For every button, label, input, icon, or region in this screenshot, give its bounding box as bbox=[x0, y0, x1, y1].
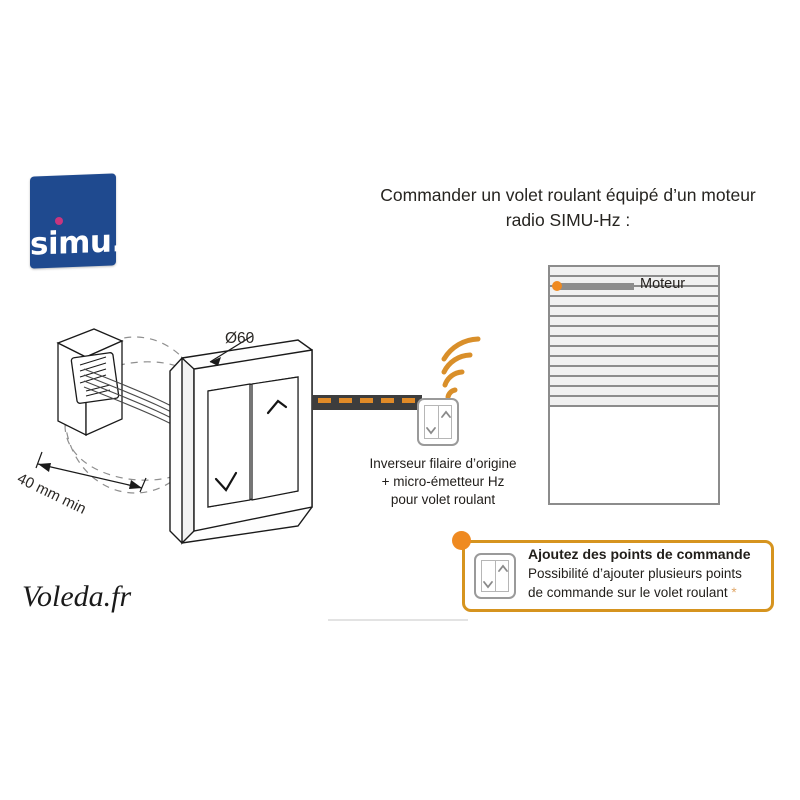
chevron-up-icon bbox=[266, 399, 288, 415]
shutter-slat bbox=[550, 317, 718, 327]
diameter-label: Ø60 bbox=[225, 330, 255, 347]
chevron-down-icon bbox=[426, 427, 436, 435]
cable-dash bbox=[339, 398, 352, 403]
module-divider bbox=[438, 405, 439, 439]
logo-wordmark: simu. bbox=[30, 223, 123, 263]
shutter-slat bbox=[550, 297, 718, 307]
cable-dash bbox=[318, 398, 331, 403]
module-caption: Inverseur filaire d’origine + micro-émet… bbox=[338, 455, 548, 509]
shutter-slat bbox=[550, 337, 718, 347]
watermark: Voleda.fr bbox=[22, 580, 132, 613]
depth-dimension bbox=[35, 451, 147, 493]
shutter-slats bbox=[550, 267, 718, 407]
wall-switch-illustration bbox=[56, 328, 313, 545]
callout-heading: Ajoutez des points de commande bbox=[528, 546, 751, 562]
shutter-slat bbox=[550, 307, 718, 317]
shutter-slat bbox=[550, 377, 718, 387]
callout-asterisk: * bbox=[731, 585, 737, 600]
chevron-down-icon bbox=[214, 471, 238, 492]
logo-dot-icon bbox=[55, 217, 63, 225]
page-title-line2: radio SIMU-Hz : bbox=[505, 210, 631, 230]
chevron-down-icon bbox=[483, 581, 493, 589]
roller-shutter bbox=[548, 265, 720, 505]
callout-icon-arrows bbox=[483, 564, 508, 589]
micro-transmitter-module bbox=[417, 398, 459, 446]
cable-dash bbox=[381, 398, 394, 403]
shutter-slat bbox=[550, 267, 718, 277]
callout-body-line2-wrap: de commande sur le volet roulant * bbox=[528, 583, 774, 602]
page-title: Commander un volet roulant équipé d’un m… bbox=[352, 183, 784, 233]
shutter-slat bbox=[550, 367, 718, 377]
motor-marker-icon bbox=[552, 281, 562, 291]
page-title-line1: Commander un volet roulant équipé d’un m… bbox=[380, 185, 756, 205]
chevron-up-icon bbox=[498, 564, 508, 572]
simu-logo: simu. bbox=[30, 173, 123, 269]
callout-body-line1: Possibilité d’ajouter plusieurs points bbox=[528, 566, 742, 581]
module-caption-line1: Inverseur filaire d’origine bbox=[369, 456, 517, 471]
motor-leader-line bbox=[556, 283, 634, 290]
radio-waves-icon bbox=[441, 336, 481, 400]
window-pane bbox=[550, 407, 718, 503]
divider-rule bbox=[328, 619, 468, 621]
shutter-slat bbox=[550, 397, 718, 407]
chevron-up-icon bbox=[441, 410, 451, 418]
diameter-leader bbox=[209, 335, 253, 366]
shutter-slat bbox=[550, 357, 718, 367]
callout-body-line2: de commande sur le volet roulant bbox=[528, 585, 728, 600]
callout-icon-divider bbox=[495, 560, 496, 592]
shutter-slat bbox=[550, 277, 718, 287]
shutter-slat bbox=[550, 327, 718, 337]
shutter-slat bbox=[550, 287, 718, 297]
callout-text: Ajoutez des points de commande Possibili… bbox=[528, 545, 774, 602]
module-caption-line2: + micro-émetteur Hz bbox=[381, 474, 505, 489]
cable-dash bbox=[402, 398, 415, 403]
callout-switch-icon bbox=[474, 553, 516, 599]
shutter-slat bbox=[550, 387, 718, 397]
module-caption-line3: pour volet roulant bbox=[390, 492, 496, 507]
callout-marker-icon bbox=[452, 531, 471, 550]
motor-label: Moteur bbox=[640, 276, 686, 292]
wire-cable bbox=[312, 395, 422, 410]
shutter-slat bbox=[550, 347, 718, 357]
module-arrows bbox=[426, 410, 451, 435]
cable-dash bbox=[360, 398, 373, 403]
